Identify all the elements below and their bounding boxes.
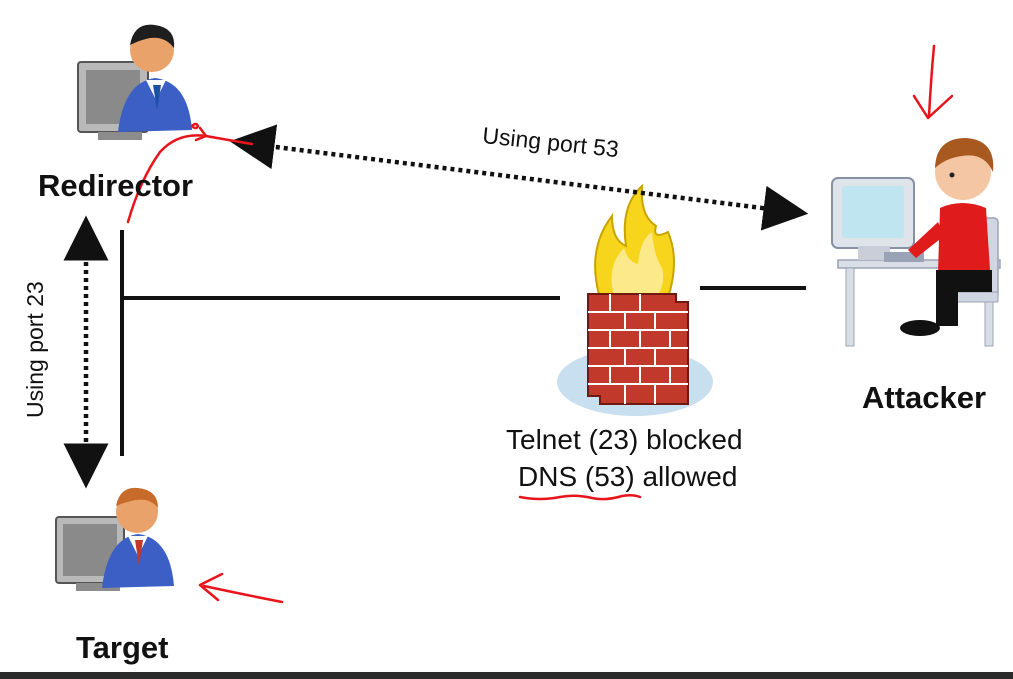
annotation-arrow-attacker <box>912 44 954 120</box>
port23-label: Using port 23 <box>22 281 48 418</box>
port53-dotted-arrow <box>229 124 809 231</box>
firewall-status-dns: DNS (53) allowed <box>518 461 738 492</box>
firewall-icon <box>557 183 713 416</box>
annotation-arrow-target <box>198 572 284 604</box>
attacker-computer-icon <box>831 138 1001 347</box>
target-label: Target <box>76 630 169 665</box>
red-annotations <box>126 44 954 604</box>
attacker-label: Attacker <box>862 380 987 415</box>
taskbar-strip <box>0 672 1013 679</box>
annotation-arrowhead-redirector <box>194 126 208 142</box>
target-user-computer-icon <box>55 487 174 591</box>
annotation-underline-dns <box>518 493 642 501</box>
firewall-status-telnet: Telnet (23) blocked <box>506 424 743 455</box>
annotation-path-arrow <box>126 134 254 224</box>
annotation-dot <box>190 122 200 130</box>
redirector-label: Redirector <box>38 168 194 203</box>
redirector-user-computer-icon <box>77 24 192 140</box>
